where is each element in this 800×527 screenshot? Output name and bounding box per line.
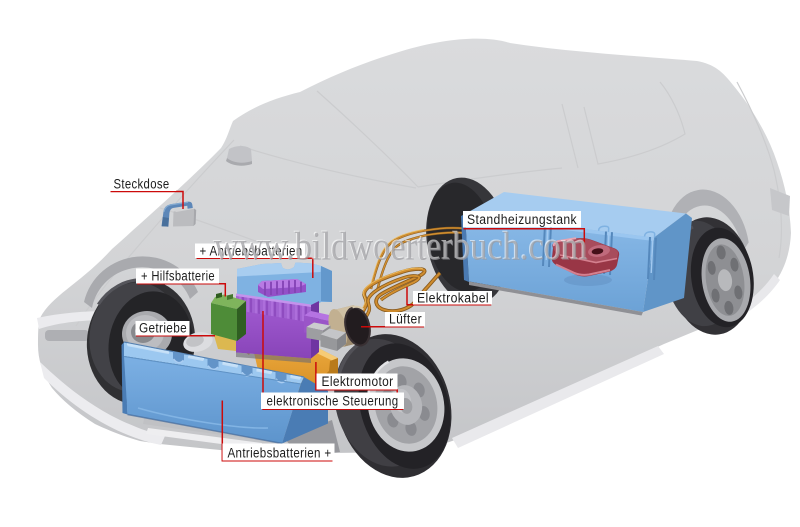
svg-text:Steckdose: Steckdose: [114, 177, 170, 192]
svg-text:www.bildwoerterbuch.com: www.bildwoerterbuch.com: [213, 222, 587, 267]
svg-text:+ Antriebsbatterien: + Antriebsbatterien: [200, 244, 303, 259]
svg-text:Lüfter: Lüfter: [389, 312, 422, 327]
svg-text:www.bildwoerterbuch.com: www.bildwoerterbuch.com: [214, 224, 588, 269]
svg-text:Getriebe: Getriebe: [139, 321, 187, 336]
svg-text:Elektrokabel: Elektrokabel: [417, 291, 489, 306]
svg-text:Elektromotor: Elektromotor: [322, 374, 394, 389]
svg-text:Standheizungstank: Standheizungstank: [467, 212, 577, 227]
svg-text:elektronische Steuerung: elektronische Steuerung: [267, 394, 399, 409]
svg-text:Antriebsbatterien +: Antriebsbatterien +: [228, 446, 332, 461]
svg-text:+ Hilfsbatterie: + Hilfsbatterie: [141, 269, 215, 284]
